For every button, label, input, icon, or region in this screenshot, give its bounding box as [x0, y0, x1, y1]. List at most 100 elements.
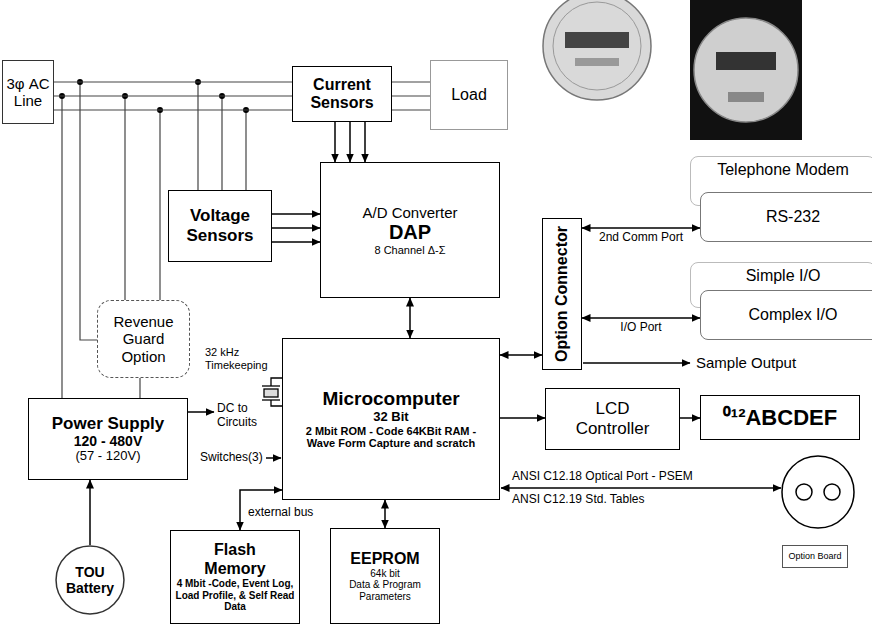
connector-box: Option Connector [542, 218, 582, 370]
circle-outline [56, 546, 124, 614]
tap-wire [159, 110, 160, 300]
annotation: DC to Circuits [217, 402, 269, 430]
power-line [54, 95, 292, 96]
line-box: 3φ AC Line [2, 60, 54, 124]
node-label: Microcomputer [322, 388, 459, 410]
power-line [392, 109, 430, 110]
node-label: 120 - 480V [74, 433, 143, 449]
connector [349, 122, 351, 162]
connector [582, 227, 700, 229]
connector [582, 317, 700, 319]
output-arrow [583, 362, 690, 364]
meter-photo [575, 58, 619, 66]
meter-photo [553, 2, 641, 90]
node-label: Power Supply [52, 414, 164, 434]
node-label: Current Sensors [296, 76, 388, 113]
annotation: Sample Output [696, 354, 796, 371]
crystal-lead [271, 378, 282, 386]
power-line [139, 378, 140, 398]
tap-wire [245, 110, 246, 190]
meter-photo [694, 18, 798, 122]
node-label: 8 Channel Δ-Σ [374, 244, 445, 257]
node-label: 32 Bit [373, 410, 408, 425]
output-arrow [188, 411, 214, 413]
connector [364, 122, 366, 162]
node-label: EEPROM [350, 550, 419, 568]
node-label: A/D Converter [362, 204, 457, 221]
annotation: 32 kHz Timekeeping [205, 346, 275, 371]
node-label: Simple I/O [746, 267, 821, 285]
optical-port-symbol [824, 484, 840, 500]
connector [272, 241, 320, 243]
node-label: LCD Controller [563, 399, 663, 438]
connector [500, 417, 545, 419]
node-label: Load [451, 86, 487, 104]
node-label: Revenue Guard Option [104, 313, 184, 365]
node-label: Complex I/O [749, 306, 838, 324]
meter-photo [565, 32, 629, 48]
optical-port-symbol [796, 484, 812, 500]
connector [272, 213, 320, 215]
connector [680, 417, 700, 419]
option-board-box: Option Board [782, 545, 848, 568]
edge-label: external bus [246, 506, 315, 520]
power-line [392, 95, 430, 96]
display-box: ⁰¹²ABCDEF [700, 395, 860, 440]
node-label: Flash Memory [190, 541, 280, 578]
annotation: Switches(3) [200, 451, 263, 465]
connector [334, 122, 336, 162]
load-box: Load [430, 60, 508, 130]
edge-label: 2nd Comm Port [597, 231, 685, 245]
controller-box: LCD Controller [545, 388, 680, 450]
edge-label: I/O Port [618, 321, 663, 335]
processor-box: Microcomputer32 Bit2 Mbit ROM - Code 64K… [282, 338, 500, 500]
meter-photo [690, 0, 802, 140]
power-line [392, 81, 430, 82]
meter-photo [728, 92, 764, 102]
connector [384, 500, 386, 528]
tap-wire [197, 82, 198, 190]
module-box: Complex I/O [700, 290, 872, 340]
tap-wire [80, 82, 97, 340]
node-label: TOU Battery [58, 564, 122, 596]
node-label: 3φ AC Line [4, 75, 52, 110]
tap-wire [124, 96, 125, 300]
battery-circle: TOU Battery [55, 545, 125, 615]
node-label: Voltage Sensors [172, 206, 268, 245]
option-box: Revenue Guard Option [97, 300, 190, 378]
annotation: ANSI C12.19 Std. Tables [512, 493, 645, 507]
power-supply-box: Power Supply120 - 480V(57 - 120V) [28, 398, 188, 480]
meter-photo [716, 52, 776, 70]
optical-port-symbol [782, 456, 854, 528]
node-label: 4 Mbit -Code, Event Log, Load Profile, &… [174, 578, 296, 613]
port-link [501, 487, 781, 489]
connector [272, 227, 320, 229]
input-arrow [266, 457, 281, 459]
node-label: Data & Program Parameters [334, 579, 436, 602]
memory-box: EEPROM64k bitData & Program Parameters [330, 528, 440, 624]
power-line [54, 81, 292, 82]
sensor-box: Voltage Sensors [168, 190, 272, 262]
node-label: Telephone Modem [717, 161, 849, 179]
converter-box: A/D ConverterDAP8 Channel Δ-Σ [320, 162, 500, 298]
memory-box: Flash Memory4 Mbit -Code, Event Log, Loa… [170, 530, 300, 624]
module-box: RS-232 [700, 192, 872, 242]
tap-wire [61, 96, 62, 398]
node-label: RS-232 [766, 208, 820, 226]
node-label: 2 Mbit ROM - Code 64KBit RAM - Wave Form… [301, 425, 481, 450]
power-line [54, 109, 292, 110]
node-label: 64k bit [370, 568, 399, 580]
meter-photo [543, 0, 651, 100]
node-label: ⁰¹²ABCDEF [723, 405, 837, 430]
connector [409, 298, 411, 338]
node-label: Option Connector [553, 226, 571, 362]
crystal-symbol [264, 389, 278, 397]
node-label: DAP [389, 221, 431, 244]
connector [89, 480, 91, 545]
node-label: (57 - 120V) [75, 449, 140, 464]
connector [500, 354, 542, 356]
node-label: Option Board [788, 551, 841, 561]
annotation: ANSI C12.18 Optical Port - PSEM [512, 470, 693, 484]
sensor-box: Current Sensors [292, 66, 392, 122]
